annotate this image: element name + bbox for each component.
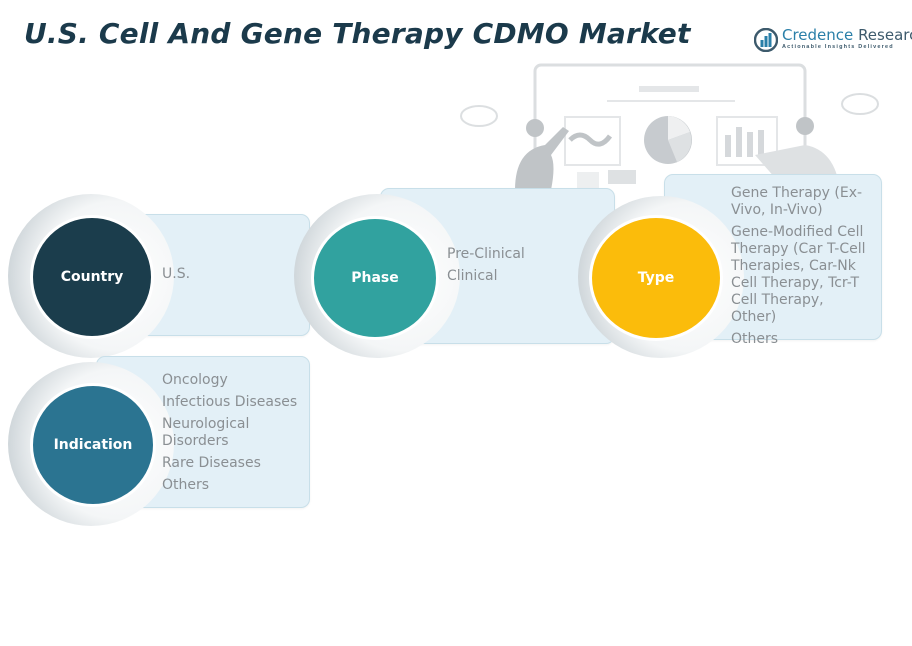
- segment-item: Oncology: [162, 372, 228, 388]
- segment-label-phase: Phase: [351, 270, 399, 286]
- segment-circle-phase: Phase: [311, 216, 439, 340]
- segment-item: Clinical: [447, 268, 498, 284]
- segment-item: Infectious Diseases: [162, 394, 298, 410]
- segment-circle-country: Country: [30, 215, 154, 339]
- segment-items-phase: Pre-Clinical Clinical: [447, 246, 597, 290]
- bar-chart-logo-icon: [754, 28, 778, 52]
- person-left: [515, 127, 569, 190]
- segment-item: Rare Diseases: [162, 455, 261, 471]
- brand-tagline: Actionable Insights Delivered: [782, 44, 894, 50]
- segment-item: Others: [162, 477, 210, 493]
- segment-items-indication: Oncology Infectious Diseases Neurologica…: [162, 372, 302, 499]
- segment-item: Gene Therapy (Ex-Vivo, In-Vivo): [731, 185, 863, 218]
- segment-item: Pre-Clinical: [447, 246, 525, 262]
- segment-label-country: Country: [60, 269, 124, 285]
- speech-bubble-right: [841, 93, 879, 115]
- segment-circle-type: Type: [589, 215, 723, 341]
- segment-item: Gene-Modified Cell Therapy (Car T-Cell T…: [731, 224, 866, 325]
- segment-items-country: U.S.: [162, 266, 302, 288]
- speech-bubble-left: [460, 105, 498, 127]
- segment-item: Neurological Disorders: [162, 416, 250, 449]
- brand-logo: Credence Research Actionable Insights De…: [754, 26, 912, 56]
- segment-label-indication: Indication: [53, 437, 133, 453]
- segment-circle-indication: Indication: [30, 383, 156, 507]
- segment-item: Others: [731, 331, 779, 347]
- page-title: U.S. Cell And Gene Therapy CDMO Market: [24, 17, 691, 50]
- brand-name: Credence Research: [782, 26, 912, 44]
- segment-item: U.S.: [162, 266, 191, 282]
- segment-items-type: Gene Therapy (Ex-Vivo, In-Vivo) Gene-Mod…: [731, 185, 869, 353]
- segment-label-type: Type: [637, 270, 675, 286]
